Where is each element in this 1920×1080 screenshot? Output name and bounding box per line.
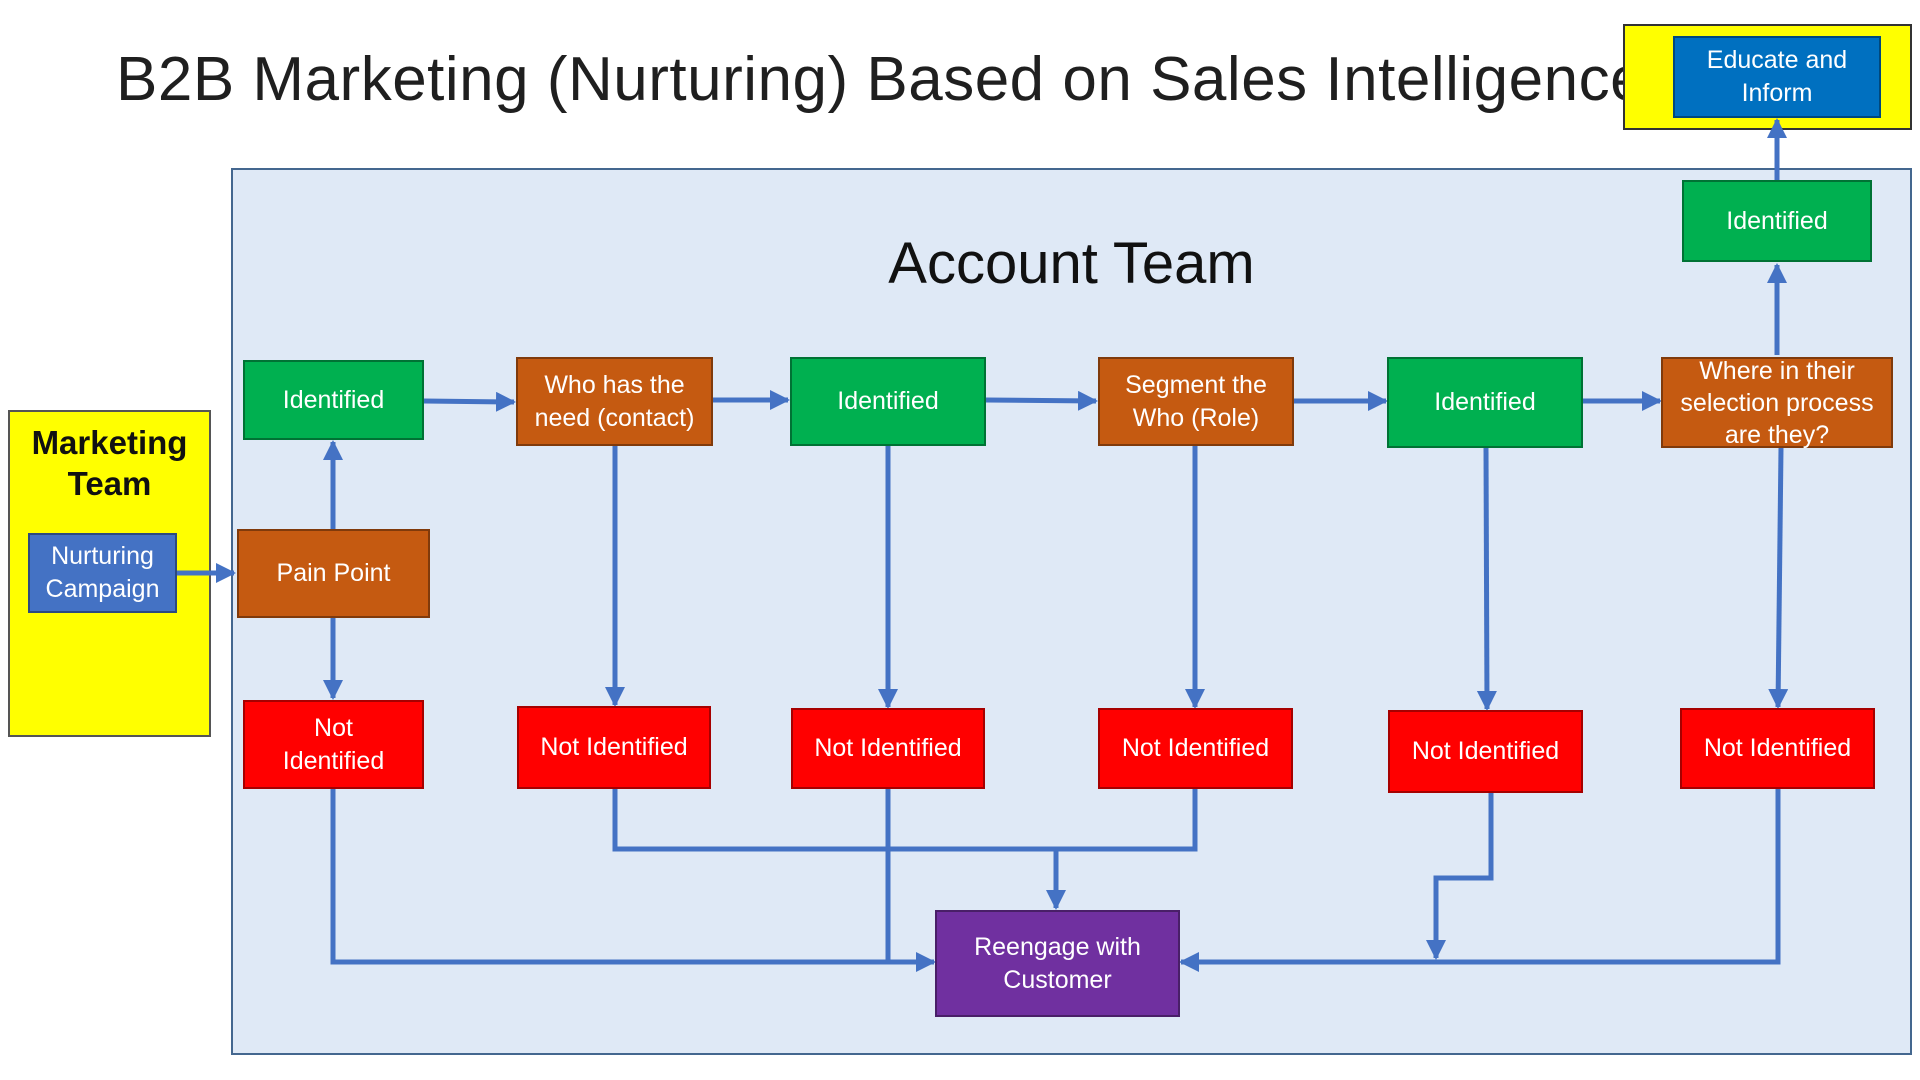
not-identified-node-4: Not Identified bbox=[1098, 708, 1293, 789]
nurturing-campaign-node: Nurturing Campaign bbox=[28, 533, 177, 613]
identified-node-3: Identified bbox=[1387, 357, 1583, 448]
account-team-title: Account Team bbox=[888, 231, 1255, 296]
reengage-with-customer-node: Reengage with Customer bbox=[935, 910, 1180, 1017]
identified-top-node: Identified bbox=[1682, 180, 1872, 262]
page-title: B2B Marketing (Nurturing) Based on Sales… bbox=[116, 45, 1646, 114]
selection-process-node: Where in their selection process are the… bbox=[1661, 357, 1893, 449]
not-identified-node-5: Not Identified bbox=[1388, 710, 1583, 793]
not-identified-node-6: Not Identified bbox=[1680, 708, 1875, 789]
who-has-the-need-node: Who has the need (contact) bbox=[516, 357, 713, 446]
educate-and-inform-node: Educate and Inform bbox=[1673, 36, 1881, 118]
pain-point-node: Pain Point bbox=[237, 529, 430, 618]
marketing-team-title: Marketing Team bbox=[31, 424, 188, 503]
identified-node-1: Identified bbox=[243, 360, 424, 440]
not-identified-node-3: Not Identified bbox=[791, 708, 985, 789]
not-identified-node-2: Not Identified bbox=[517, 706, 711, 789]
identified-node-2: Identified bbox=[790, 357, 986, 446]
segment-the-who-node: Segment the Who (Role) bbox=[1098, 357, 1294, 446]
not-identified-node-1: Not Identified bbox=[243, 700, 424, 789]
